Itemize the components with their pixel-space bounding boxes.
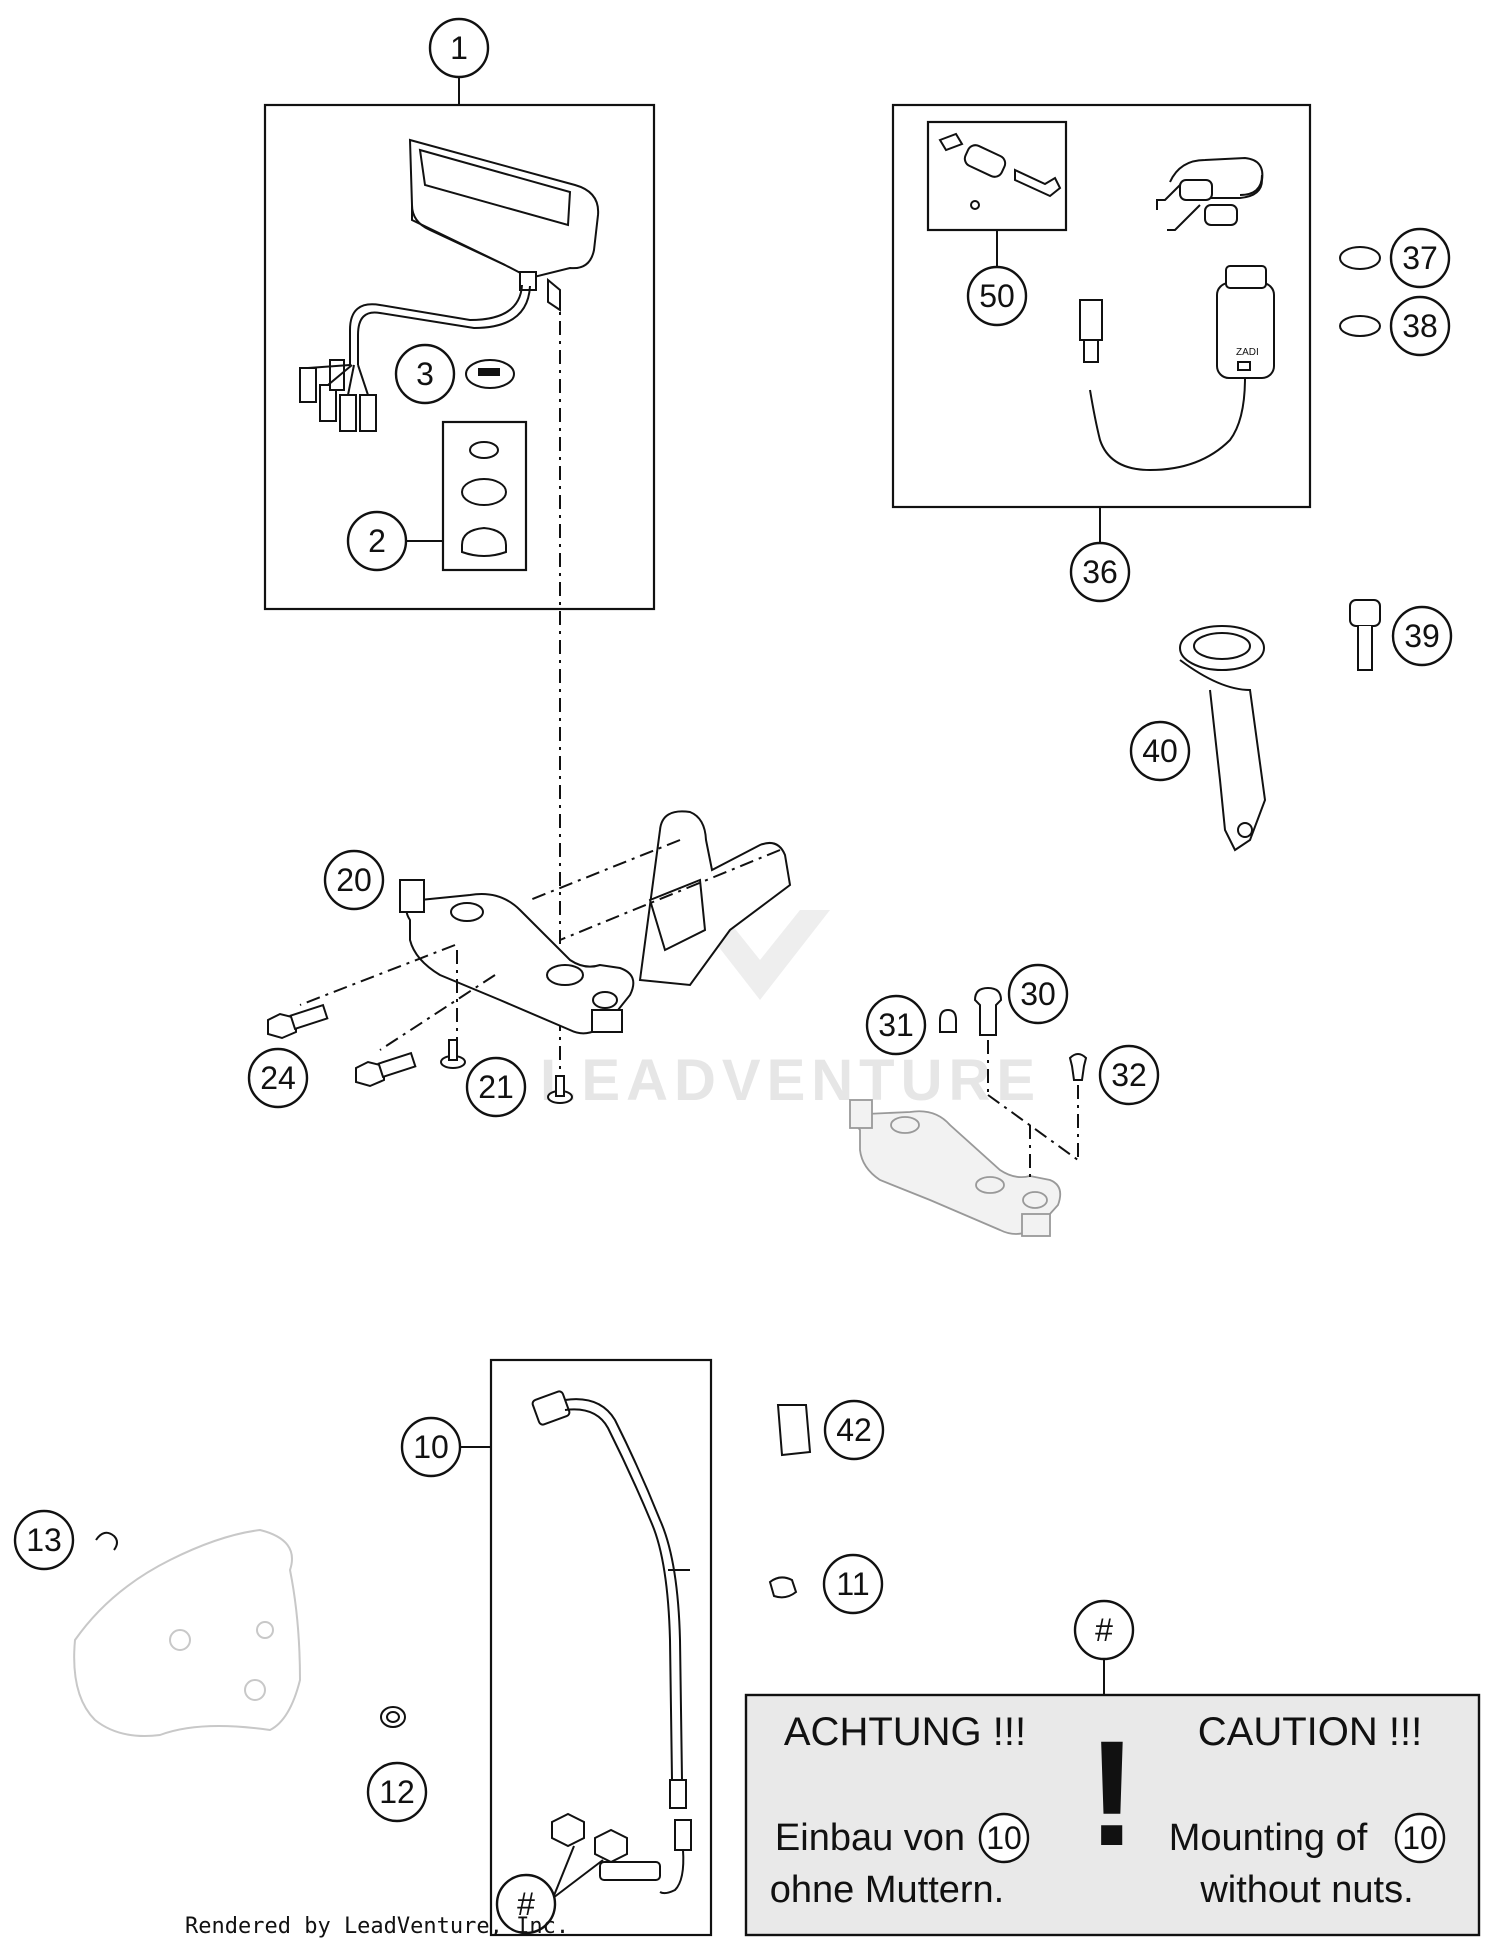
svg-text:1: 1	[450, 30, 468, 66]
caution-title-de: ACHTUNG !!!	[784, 1710, 1026, 1754]
svg-text:12: 12	[379, 1774, 415, 1810]
sensor-cable-frame	[489, 1358, 713, 1937]
kit-2-frame	[441, 420, 528, 572]
svg-text:39: 39	[1404, 618, 1440, 654]
svg-text:38: 38	[1402, 308, 1438, 344]
callout-40[interactable]: 40	[1129, 720, 1191, 782]
callout-3[interactable]: 3	[394, 343, 456, 405]
callout-13[interactable]: 13	[13, 1509, 75, 1571]
svg-text:40: 40	[1142, 733, 1178, 769]
watermark-text: LEADVENTURE	[540, 1048, 1041, 1113]
brake-disc-ghost	[73, 1528, 302, 1737]
svg-text:13: 13	[26, 1522, 62, 1558]
cable-clip-illustration	[776, 1404, 812, 1457]
svg-text:#: #	[517, 1886, 535, 1922]
callout-32[interactable]: 32	[1098, 1044, 1160, 1106]
svg-text:42: 42	[836, 1412, 872, 1448]
callout-10[interactable]: 10	[400, 1416, 462, 1478]
caution-line1-de: Einbau von	[775, 1817, 965, 1859]
sensor-cable-group	[460, 1358, 713, 1937]
callout-1[interactable]: 1	[428, 17, 490, 79]
ignition-lock-group: ZADI	[891, 103, 1312, 542]
svg-text:11: 11	[836, 1566, 869, 1602]
caution-line2-en: without nuts.	[1199, 1869, 1413, 1911]
svg-text:50: 50	[979, 278, 1015, 314]
callout-42[interactable]: 42	[823, 1399, 885, 1461]
svg-text:ZADI: ZADI	[1236, 347, 1259, 358]
callout-38[interactable]: 38	[1389, 295, 1451, 357]
key-illustration	[1349, 599, 1381, 671]
callout-21[interactable]: 21	[465, 1056, 527, 1118]
callout-31[interactable]: 31	[865, 994, 927, 1056]
caution-note: ACHTUNG !!! CAUTION !!! ! Einbau von 10 …	[744, 1643, 1481, 1937]
caution-line2-de: ohne Muttern.	[770, 1869, 1004, 1911]
callout-20[interactable]: 20	[323, 849, 385, 911]
svg-text:21: 21	[478, 1069, 514, 1105]
callout-50[interactable]: 50	[966, 265, 1028, 327]
lock-bracket-illustration	[1179, 625, 1267, 852]
caution-ref-de: 10	[986, 1820, 1022, 1856]
callout-hash-note[interactable]: #	[1073, 1599, 1135, 1661]
callout-12[interactable]: 12	[366, 1761, 428, 1823]
caution-title-en: CAUTION !!!	[1198, 1710, 1422, 1754]
caution-line1-en: Mounting of	[1169, 1817, 1368, 1859]
callout-24[interactable]: 24	[247, 1047, 309, 1109]
dashboard-group	[263, 76, 656, 1075]
holder-group	[267, 810, 792, 1104]
svg-text:2: 2	[368, 523, 386, 559]
render-credit: Rendered by LeadVenture, Inc.	[185, 1914, 569, 1939]
callout-30[interactable]: 30	[1007, 963, 1069, 1025]
clamp-group-2	[849, 986, 1088, 1237]
callout-hash-bottom[interactable]: #	[495, 1873, 557, 1935]
svg-text:31: 31	[878, 1007, 914, 1043]
callout-2[interactable]: 2	[346, 510, 408, 572]
dashboard-unit-illustration	[299, 138, 600, 432]
svg-text:3: 3	[416, 356, 434, 392]
callout-37[interactable]: 37	[1389, 227, 1451, 289]
caution-ref-en: 10	[1402, 1820, 1438, 1856]
callout-39[interactable]: 39	[1391, 605, 1453, 667]
ignition-lock-frame	[891, 103, 1312, 509]
svg-text:#: #	[1095, 1612, 1113, 1648]
svg-text:24: 24	[260, 1060, 296, 1096]
cable-clamp-illustration	[768, 1576, 798, 1599]
svg-text:30: 30	[1020, 976, 1056, 1012]
svg-text:10: 10	[413, 1429, 449, 1465]
caution-box	[744, 1693, 1481, 1937]
callout-36[interactable]: 36	[1069, 541, 1131, 603]
svg-text:20: 20	[336, 862, 372, 898]
svg-text:32: 32	[1111, 1057, 1147, 1093]
caution-exclamation: !	[1087, 1709, 1137, 1877]
callout-11[interactable]: 11	[822, 1553, 884, 1615]
svg-text:37: 37	[1402, 240, 1438, 276]
svg-text:36: 36	[1082, 554, 1118, 590]
